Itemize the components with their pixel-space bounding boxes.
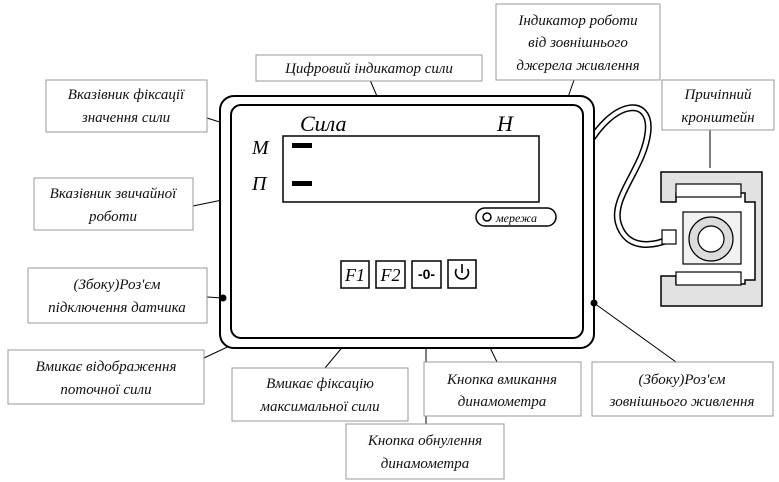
normal-pointer	[292, 181, 312, 186]
f1-button[interactable]: F1	[340, 260, 370, 289]
callout-f1-function-line1: Вмикає відображення	[36, 359, 177, 375]
bracket-hole-inner	[697, 225, 725, 253]
callout-power-button-line2: динамометра	[458, 394, 546, 410]
power-indicator: мережа	[475, 207, 557, 227]
callout-zero-button-line1: Кнопка обнулення	[367, 433, 482, 449]
callout-power-indicator-line2: від зовнішнього	[528, 35, 628, 51]
callout-f1-function-line2: поточної сили	[60, 382, 151, 398]
max-fix-pointer	[292, 143, 312, 148]
callout-bracket-line2: кронштейн	[681, 110, 754, 126]
callout-sensor-connector-line1: (Збоку)Роз'єм	[73, 277, 160, 293]
callout-f1-function: Вмикає відображення поточної сили	[7, 349, 205, 405]
callout-f2-function-line2: максимальної сили	[259, 399, 379, 415]
callout-digital-display: Цифровий індикатор сили	[255, 54, 483, 82]
callout-f2-function: Вмикає фіксацію максимальної сили	[231, 367, 409, 422]
callout-power-indicator-line3: джерела живлення	[516, 58, 639, 74]
callout-external-power-line2: зовнішнього живлення	[609, 394, 755, 410]
force-label: Сила	[300, 111, 347, 136]
callout-f2-function-line1: Вмикає фіксацію	[266, 376, 374, 392]
callout-normal-pointer-line2: роботи	[88, 209, 137, 225]
callout-external-power-line1: (Збоку)Роз'єм	[638, 372, 725, 388]
power-indicator-led	[482, 212, 492, 222]
f1-button-label: F1	[344, 265, 365, 285]
normal-mode-letter: П	[251, 173, 268, 195]
external-power-connector-dot[interactable]	[590, 299, 598, 307]
callout-normal-pointer-line1: Вказівник звичайної	[50, 186, 178, 202]
zero-button-label: -0-	[418, 266, 435, 282]
housing-inner	[230, 104, 584, 339]
digital-display	[282, 135, 540, 203]
leader-external-power	[593, 302, 677, 363]
callout-zero-button-line2: динамометра	[381, 456, 469, 472]
hook-bracket	[660, 171, 763, 307]
callout-sensor-connector: (Збоку)Роз'єм підключення датчика	[27, 267, 208, 324]
power-indicator-label: мережа	[495, 211, 537, 225]
bracket-slot-bottom	[675, 271, 742, 286]
callout-power-button-line1: Кнопка вмикання	[446, 372, 557, 388]
callout-sensor-connector-line2: підключення датчика	[48, 300, 186, 316]
max-mode-letter: М	[251, 137, 270, 159]
callout-max-fix-pointer-line2: значення сили	[81, 110, 170, 126]
callout-power-button: Кнопка вмикання динамометра	[423, 361, 582, 417]
callout-normal-pointer: Вказівник звичайної роботи	[33, 177, 194, 231]
callout-digital-display-line1: Цифровий індикатор сили	[284, 61, 453, 77]
power-button[interactable]	[447, 259, 477, 289]
bracket-slot-top	[675, 183, 742, 198]
f2-button[interactable]: F2	[375, 260, 406, 289]
unit-label: Н	[496, 111, 514, 136]
callout-power-indicator: Індикатор роботи від зовнішнього джерела…	[495, 3, 661, 81]
callout-bracket: Причіпний кронштейн	[661, 79, 775, 131]
cable-gland	[661, 229, 677, 245]
sensor-connector-dot[interactable]	[219, 294, 227, 302]
callout-bracket-line1: Причіпний	[683, 87, 752, 103]
callout-power-indicator-line1: Індикатор роботи	[517, 13, 637, 29]
callout-max-fix-pointer: Вказівник фіксації значення сили	[45, 79, 208, 133]
zero-button[interactable]: -0-	[411, 260, 442, 289]
power-icon	[454, 264, 470, 280]
f2-button-label: F2	[380, 265, 401, 285]
callout-max-fix-pointer-line1: Вказівник фіксації	[68, 87, 185, 103]
callout-external-power: (Збоку)Роз'єм зовнішнього живлення	[591, 361, 774, 417]
sensor-cable-inner	[582, 105, 674, 247]
callout-zero-button: Кнопка обнулення динамометра	[345, 423, 505, 480]
